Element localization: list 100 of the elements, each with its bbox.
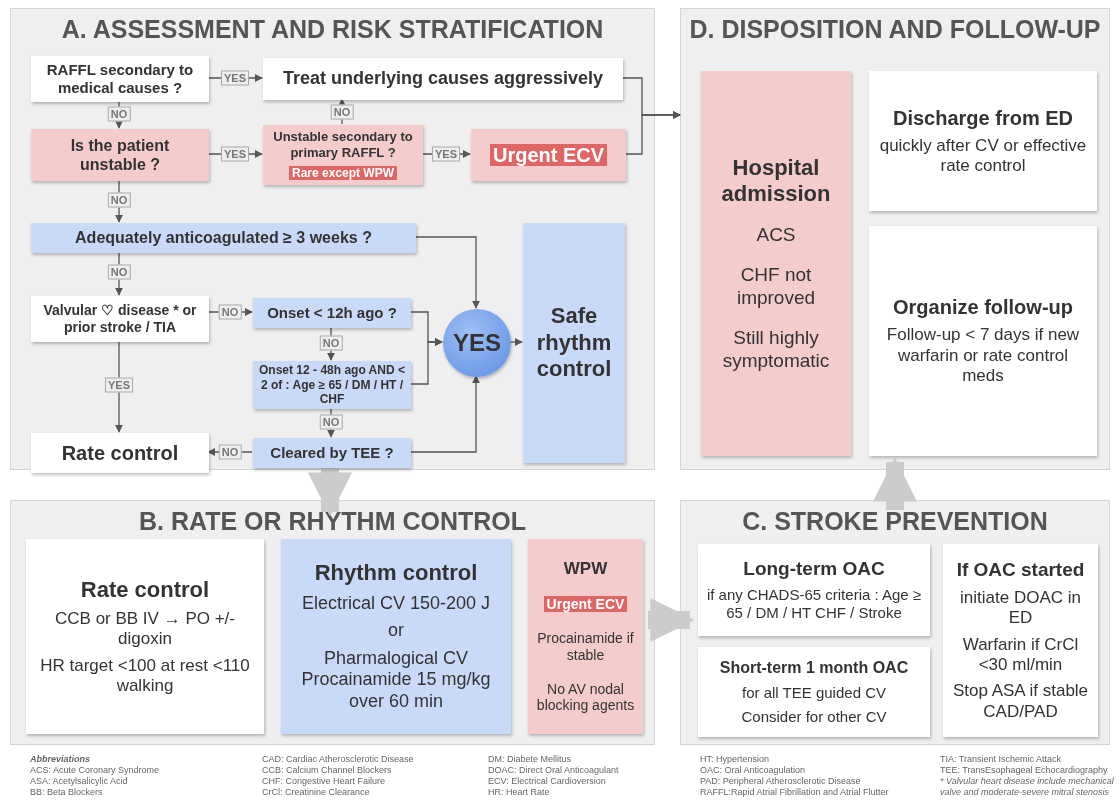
abbreviation-text: CrCl: Creatinine Clearance [262, 787, 370, 798]
flow-box [31, 56, 209, 102]
section-title: D. DISPOSITION AND FOLLOW-UP [689, 15, 1101, 44]
edge-label: YES [221, 70, 249, 86]
box-title: Organize follow-up [893, 295, 1073, 320]
box-title: Long-term OAC [743, 557, 885, 581]
abbreviation-text: TEE: TransEsophageal Echocardiography [940, 765, 1108, 776]
box-title: Adequately anticoagulated ≥ 3 weeks ? [75, 228, 372, 248]
flow-box [263, 58, 623, 100]
arrow [207, 74, 263, 82]
flow-box [528, 539, 643, 734]
section-panel [10, 500, 655, 745]
box-title: Valvular ♡ disease * or prior stroke / TIA [42, 302, 198, 336]
abbreviation-text: HR: Heart Rate [488, 787, 550, 798]
box-text: initiate DOAC in ED [959, 587, 1082, 629]
box-title: Rhythm control [314, 560, 478, 587]
highlight-label: Urgent ECV [489, 144, 608, 166]
box-text: HR target <100 at rest <110 walking [39, 655, 251, 697]
flow-arrow [873, 457, 917, 510]
box-text: No AV nodal blocking agents [535, 680, 636, 715]
edge-label: NO [319, 335, 343, 351]
flow-box [253, 298, 411, 328]
edge-label: NO [319, 414, 343, 430]
arrow [509, 338, 523, 346]
abbreviation-text: RAFFL:Rapid Atrial Fibrillation and Atrial Flutter [700, 787, 889, 798]
box-title: Safe rhythm control [535, 303, 613, 383]
abbreviation-text: ASA: Acetylsalicylic Acid [30, 776, 128, 787]
abbreviation-text: HT: Hypertension [700, 754, 770, 765]
flow-box [281, 539, 511, 734]
edge-label: NO [107, 106, 131, 122]
box-title: YES [453, 328, 501, 358]
flow-box [253, 361, 411, 409]
edge-label: YES [105, 377, 133, 393]
box-text: Warfarin if CrCl <30 ml/min [961, 634, 1080, 676]
abbreviation-text: CHF: Congestive Heart Failure [262, 776, 386, 787]
box-text: CCB or BB IV → PO +/- digoxin [54, 608, 236, 650]
box-title: WPW [563, 558, 608, 580]
arrow [207, 150, 263, 158]
box-title: Short-term 1 month OAC [719, 658, 909, 678]
box-text: Stop ASA if stable CAD/PAD [951, 681, 1090, 723]
section-title: B. RATE OR RHYTHM CONTROL [139, 507, 526, 536]
flow-box [31, 433, 209, 473]
edge-label: NO [218, 444, 242, 460]
footnote-text: * Valvular heart disease include mechanical valve and moderate-severe mitral stenosis [940, 776, 1115, 798]
box-text: Pharmalogical CV Procainamide 15 mg/kg over 60 min [300, 647, 492, 713]
box-title: Hospital admission [720, 154, 832, 208]
flow-box [263, 125, 423, 185]
highlight-label: Rare except WPW [289, 166, 397, 181]
decision-circle [443, 309, 511, 377]
section-title: C. STROKE PREVENTION [742, 507, 1048, 536]
abbreviation-text: CCB: Calcium Channel Blockers [262, 765, 392, 776]
box-text: or [388, 620, 404, 642]
box-title: Treat underlying causes aggressively [282, 68, 604, 90]
abbreviation-text: DOAC: Direct Oral Anticoagulant [488, 765, 619, 776]
arrow [421, 150, 471, 158]
flow-box [31, 129, 209, 181]
flow-box [26, 539, 264, 734]
edge-label: NO [107, 264, 131, 280]
arrow [207, 308, 253, 316]
legend-heading: Abbreviations [30, 754, 90, 765]
box-text: Consider for other CV [741, 707, 887, 726]
flow-arrow [648, 598, 695, 642]
arrow [409, 375, 480, 453]
arrow [338, 98, 346, 125]
arrow [207, 448, 253, 456]
section-title: A. ASSESSMENT AND RISK STRATIFICATION [61, 15, 604, 44]
arrow [414, 236, 480, 309]
abbreviation-text: BB: Beta Blockers [30, 787, 103, 798]
arrow [115, 251, 123, 296]
box-title: Discharge from ED [892, 105, 1074, 130]
box-text: quickly after CV or effective rate control [878, 135, 1088, 177]
box-title: Rate control [61, 441, 179, 465]
box-text: CHF not improved [735, 264, 817, 310]
box-title: Rate control [80, 576, 210, 603]
arrow [327, 326, 335, 361]
edge-label: YES [221, 146, 249, 162]
flow-box [31, 223, 416, 253]
arrow [624, 111, 681, 155]
abbreviation-text: ACS: Acute Coronary Syndrome [30, 765, 160, 776]
section-panel [680, 8, 1110, 470]
flow-box [869, 71, 1097, 211]
arrow [115, 100, 123, 129]
box-text: ACS [756, 224, 796, 248]
abbreviation-text: ECV: Electrical Cardioversion [488, 776, 606, 787]
box-title: Unstable secondary to primary RAFFL ? [272, 129, 414, 161]
arrow [115, 179, 123, 223]
abbreviation-text: DM: Diabete Mellitus [488, 754, 572, 765]
box-text: Follow-up < 7 days if new warfarin or rate control meds [885, 325, 1081, 387]
box-text: Electrical CV 150-200 J [301, 592, 491, 615]
edge-label: YES [432, 146, 460, 162]
box-title: RAFFL secondary to medical causes ? [45, 61, 195, 97]
box-text: for all TEE guided CV [742, 683, 886, 702]
abbreviation-text: CAD: Cardiac Atherosclerotic Disease [262, 754, 414, 765]
flow-box [253, 438, 411, 468]
section-panel [10, 8, 655, 470]
flow-box [701, 71, 851, 456]
box-title: Onset < 12h ago ? [267, 304, 397, 322]
box-text: Procainamide if stable [536, 630, 635, 664]
flow-box [698, 647, 930, 737]
box-text: Still highly symptomatic [721, 326, 831, 373]
